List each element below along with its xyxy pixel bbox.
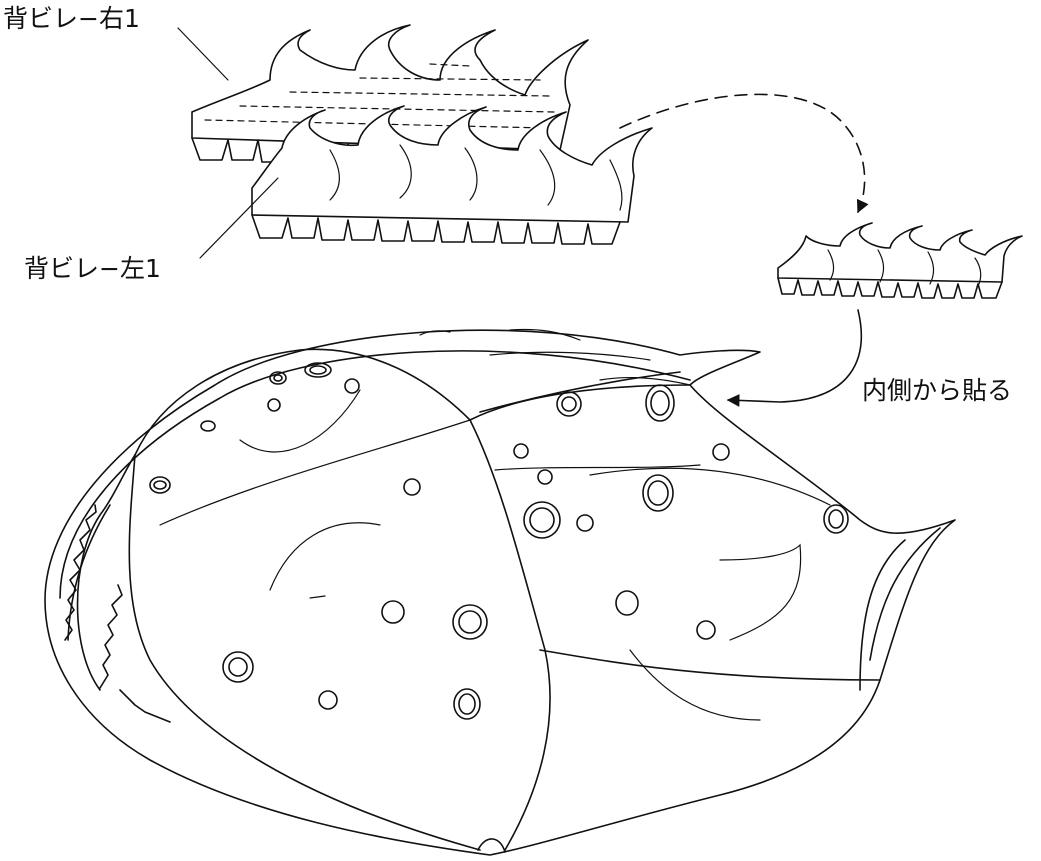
fin-assembled <box>778 223 1022 298</box>
leader-line-left-fin <box>200 178 278 258</box>
label-left-fin: 背ビレ−左1 <box>24 256 161 281</box>
shell-body <box>45 329 955 855</box>
dashed-arrow <box>620 94 865 212</box>
label-instruction: 内側から貼る <box>862 378 1012 403</box>
leader-line-right-fin <box>178 28 228 80</box>
label-right-fin: 背ビレ−右1 <box>3 6 140 31</box>
